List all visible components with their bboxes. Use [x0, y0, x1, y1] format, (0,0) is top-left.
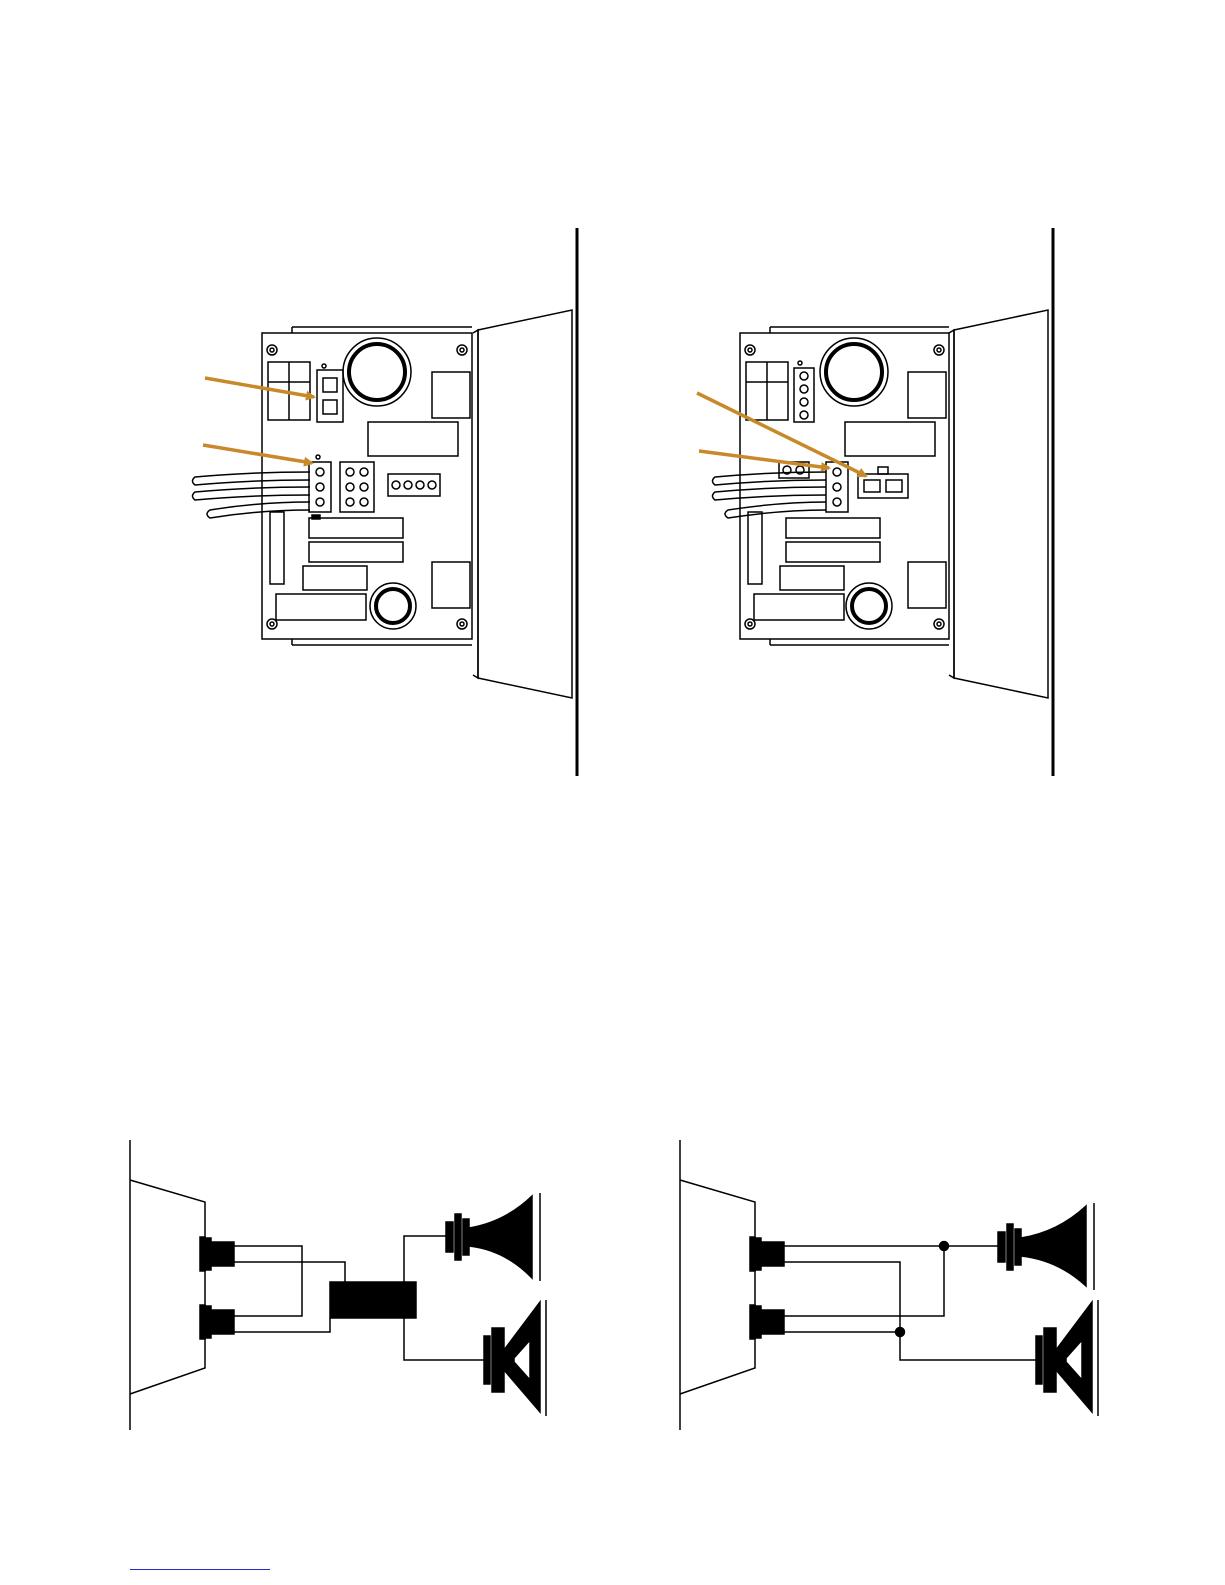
horn-driver	[998, 1206, 1086, 1286]
schematic-direct	[680, 1140, 1098, 1430]
input-jack	[762, 1310, 784, 1334]
resistor-block	[303, 566, 367, 590]
cabinet-flare	[478, 310, 572, 698]
wire	[193, 487, 311, 500]
wire	[784, 1262, 1040, 1360]
capacitor-large	[820, 338, 888, 406]
connector-2pin	[858, 474, 908, 498]
wire	[404, 1318, 490, 1360]
input-jack	[762, 1242, 784, 1266]
wire	[784, 1246, 944, 1316]
horn-driver	[446, 1196, 532, 1278]
screw	[457, 345, 467, 355]
callout-arrow	[203, 445, 312, 463]
wire	[404, 1236, 452, 1282]
cabinet-profile	[680, 1180, 755, 1394]
woofer	[484, 1302, 540, 1412]
crossover-network	[330, 1282, 416, 1318]
cabinet-profile	[130, 1180, 205, 1394]
resistor-block	[309, 542, 403, 562]
wire-connector	[309, 462, 331, 512]
input-jack	[212, 1242, 234, 1266]
board-panel-b	[713, 228, 1054, 776]
callout-arrow	[205, 378, 314, 397]
wire	[207, 502, 310, 518]
input-jack	[212, 1310, 234, 1334]
circuit-board	[740, 333, 949, 639]
wire-connector	[826, 462, 848, 512]
hinge-block	[432, 372, 470, 418]
junction-dot	[940, 1242, 949, 1251]
component-strip	[270, 512, 284, 584]
hinge-block	[908, 372, 946, 418]
hinge-block	[432, 562, 470, 608]
wire	[234, 1262, 345, 1282]
callout-arrow	[699, 451, 829, 468]
wire	[234, 1318, 330, 1332]
resistor-block	[845, 422, 935, 456]
capacitor-large	[343, 338, 411, 406]
resistor-block	[276, 594, 366, 620]
screw	[457, 619, 467, 629]
junction-dot	[896, 1328, 905, 1337]
woofer	[1036, 1302, 1092, 1412]
footer-link-underline[interactable]	[130, 1569, 270, 1584]
screw	[267, 345, 277, 355]
connector-4pin	[794, 368, 814, 422]
wire	[234, 1246, 302, 1316]
resistor-block	[368, 422, 458, 456]
cabinet-flare	[954, 310, 1048, 698]
resistor-block	[309, 518, 403, 538]
hinge-block	[908, 562, 946, 608]
connector-4pin	[388, 474, 440, 496]
schematic-with-crossover	[130, 1140, 546, 1430]
wire	[193, 472, 311, 485]
board-panel-a	[193, 228, 578, 776]
connector-6pin	[340, 462, 374, 512]
